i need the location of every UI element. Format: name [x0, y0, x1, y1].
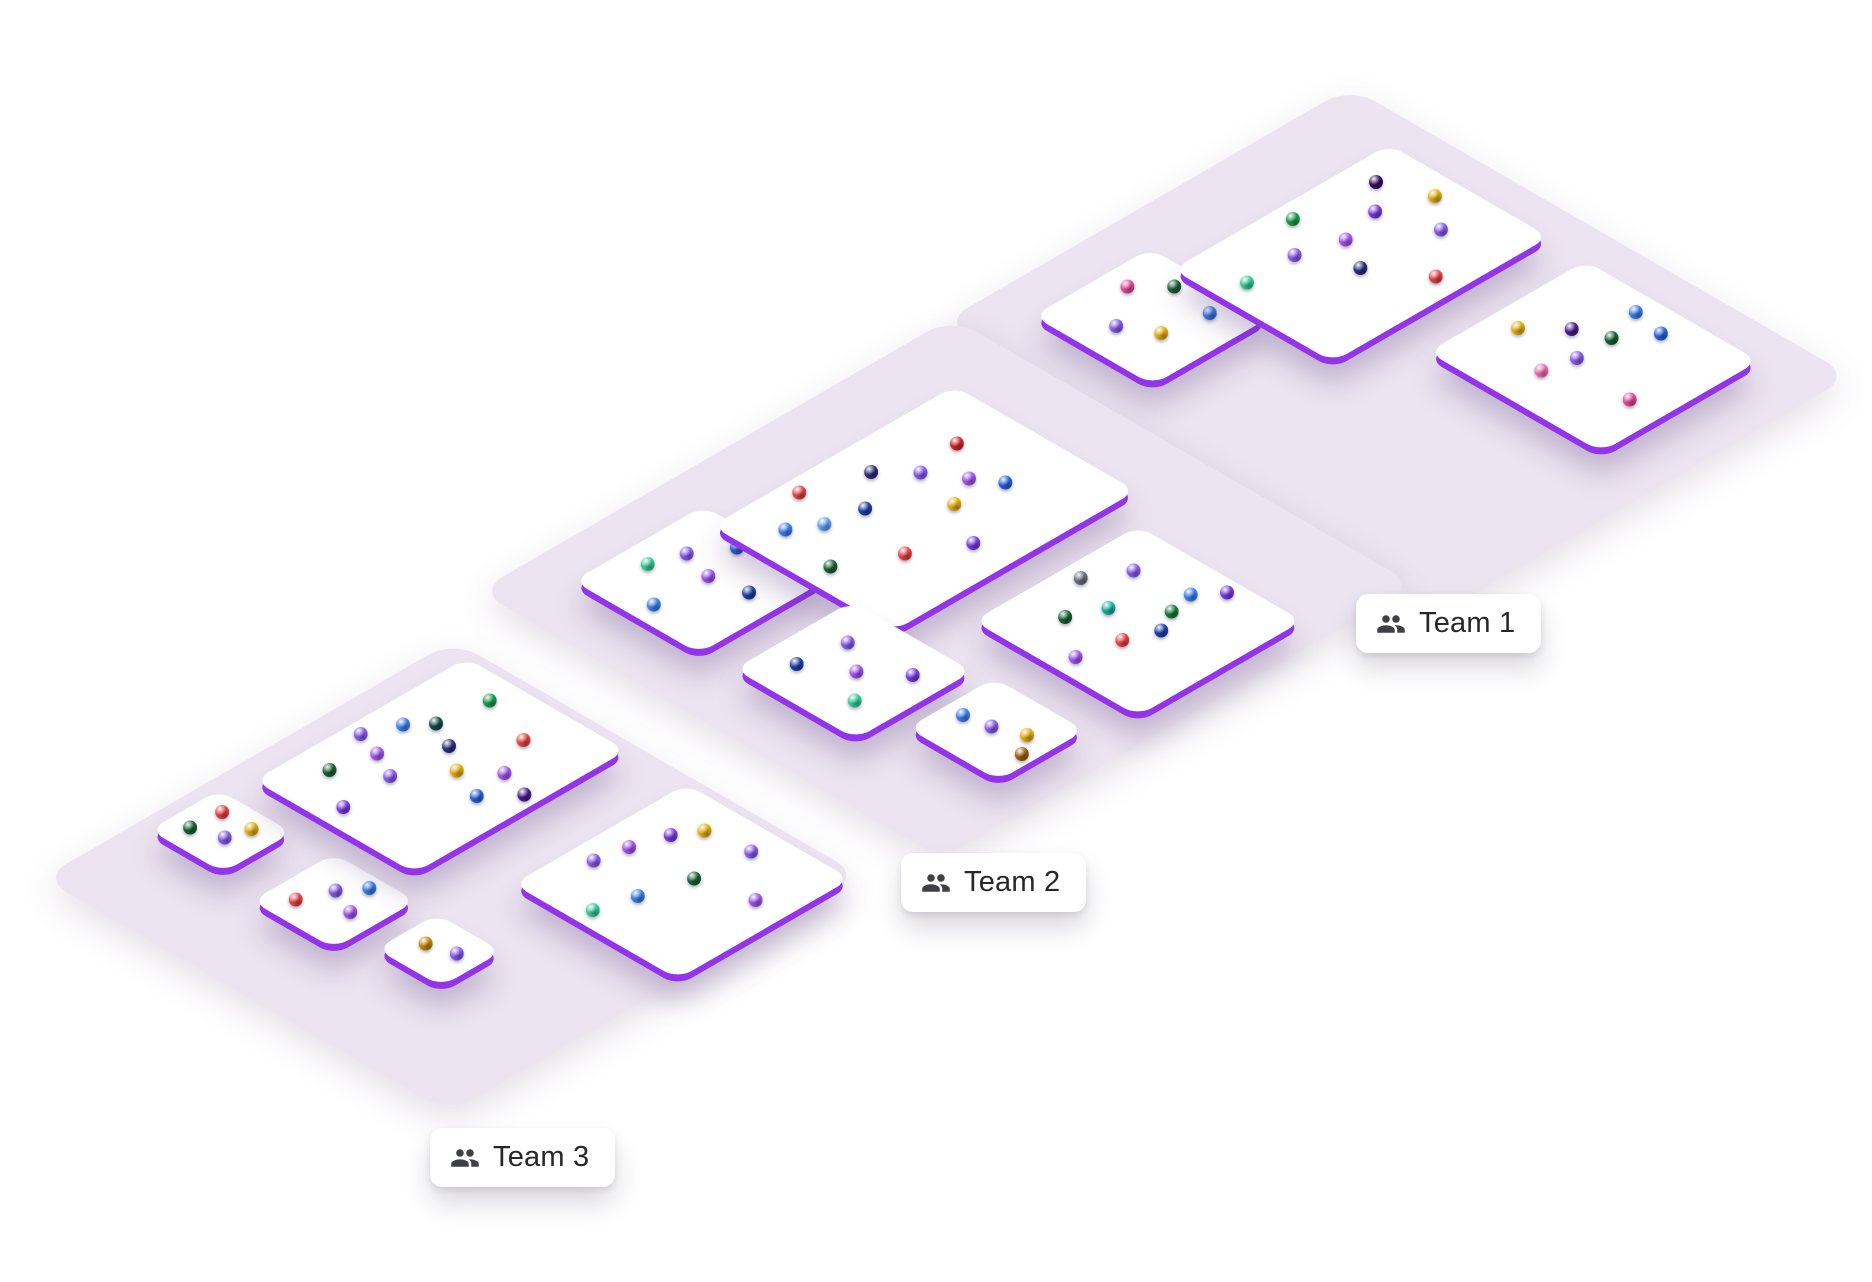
people-icon [1376, 609, 1406, 639]
team-1-label[interactable]: Team 1 [1356, 594, 1542, 653]
people-icon [450, 1143, 480, 1173]
team-3-board-4[interactable] [254, 658, 627, 873]
team-2-label[interactable]: Team 2 [901, 853, 1087, 912]
team-3-label[interactable]: Team 3 [430, 1128, 616, 1187]
team-3-label-text: Team 3 [493, 1141, 590, 1173]
team-3-board-5[interactable] [513, 784, 851, 979]
team-3-board-3[interactable] [376, 914, 502, 987]
team-1-label-text: Team 1 [1419, 607, 1516, 639]
team-1-board-3[interactable] [1427, 261, 1759, 452]
team-2-label-text: Team 2 [964, 866, 1061, 898]
team-3-board-2[interactable] [251, 853, 417, 949]
team-3-board-1[interactable] [149, 790, 293, 873]
people-icon [921, 868, 951, 898]
